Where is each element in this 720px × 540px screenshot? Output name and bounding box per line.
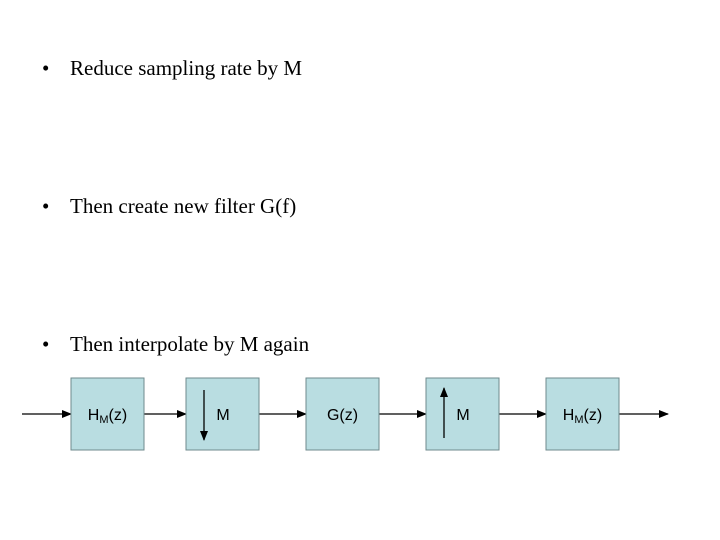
block-box <box>70 377 145 451</box>
bullet-text: Then create new filter G(f) <box>70 194 297 218</box>
bullet-text: Then interpolate by M again <box>70 332 310 356</box>
block-label: M <box>456 407 469 424</box>
diagram-blocks: HM(z) M G(z) M HM(z) <box>70 377 620 451</box>
block-label: HM(z) <box>88 407 127 426</box>
bullet-marker: • <box>42 56 50 80</box>
block-3: G(z) <box>305 377 380 451</box>
block-5: HM(z) <box>545 377 620 451</box>
block-box <box>305 377 380 451</box>
bullet-create-filter: • Then create new filter G(f) <box>42 194 296 218</box>
block-label: HM(z) <box>563 407 602 426</box>
block-1: HM(z) <box>70 377 145 451</box>
bullet-marker: • <box>42 194 50 218</box>
block-box <box>545 377 620 451</box>
block-2: M <box>185 377 260 451</box>
block-label: M <box>216 407 229 424</box>
bullet-interpolate: • Then interpolate by M again <box>42 332 309 356</box>
bullet-text: Reduce sampling rate by M <box>70 56 303 80</box>
block-4: M <box>425 377 500 451</box>
block-label: G(z) <box>327 407 358 424</box>
bullet-reduce-sampling: • Reduce sampling rate by M <box>42 56 302 80</box>
block-box <box>185 377 260 451</box>
bullet-marker: • <box>42 332 50 356</box>
block-box <box>425 377 500 451</box>
